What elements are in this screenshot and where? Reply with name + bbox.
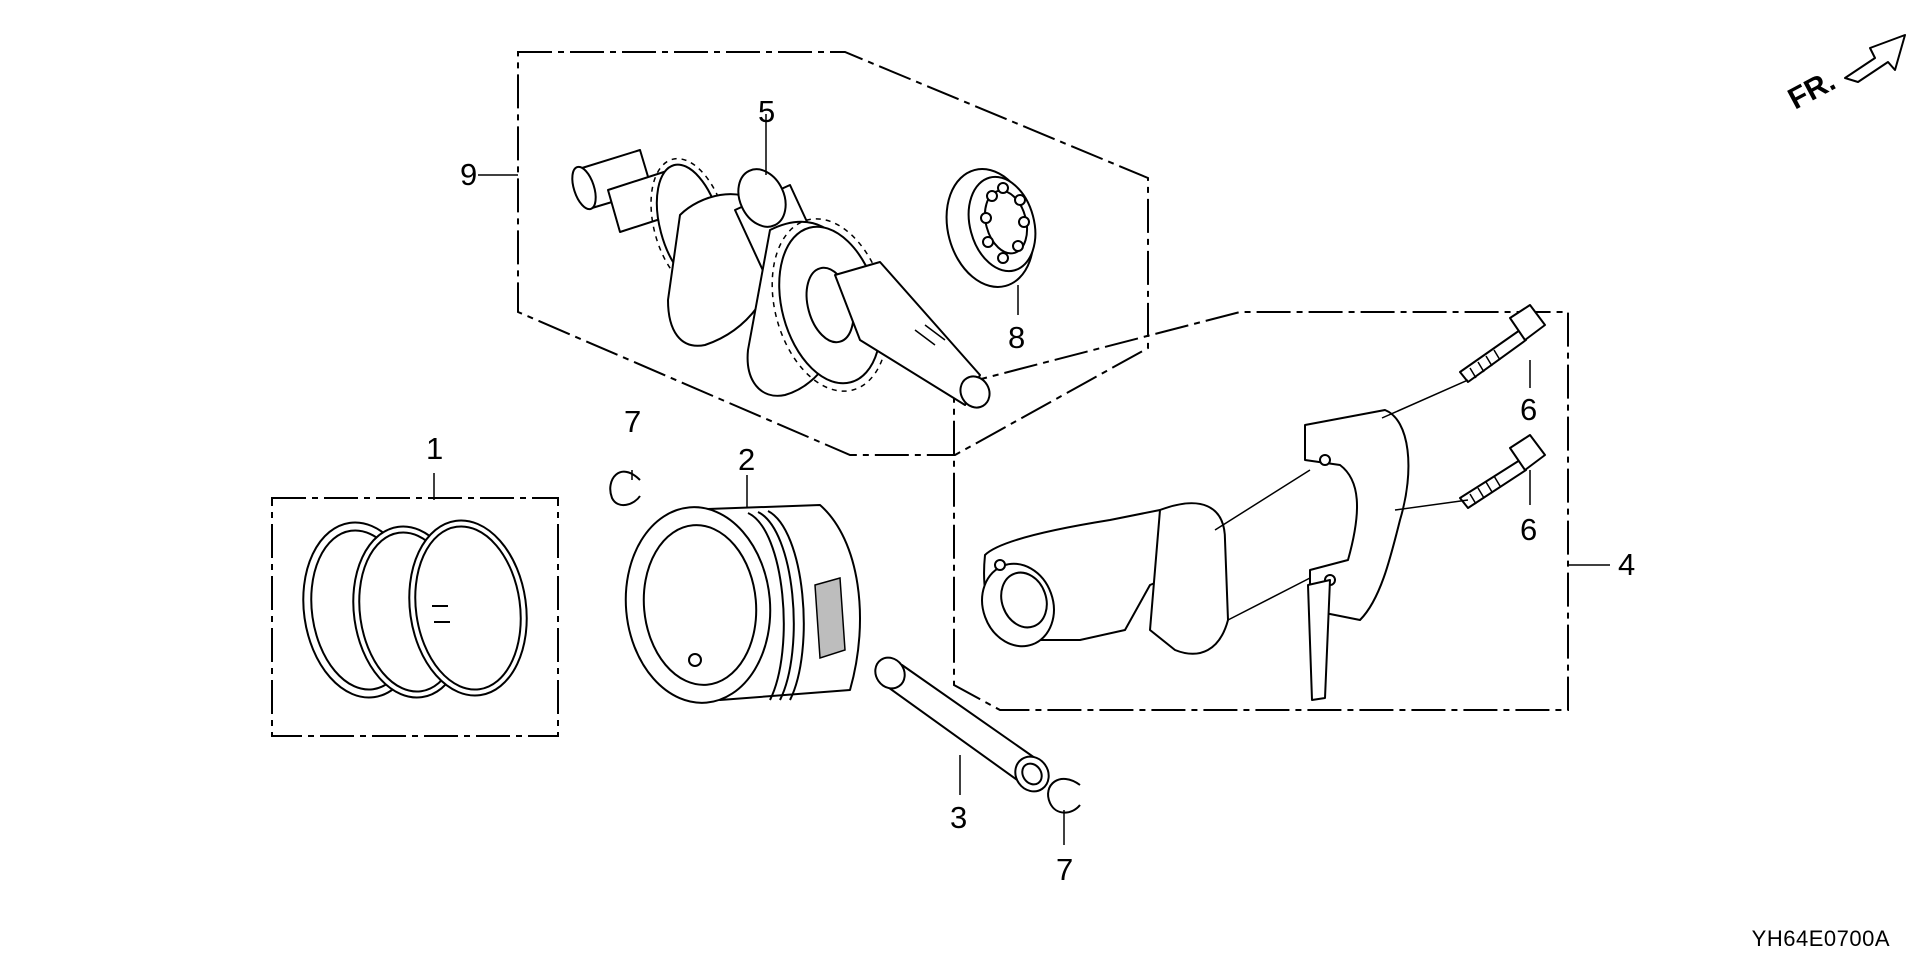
callout-7-upper: 7 bbox=[624, 404, 641, 439]
crank-gear-right bbox=[771, 218, 889, 392]
connecting-rod bbox=[981, 502, 1229, 655]
callout-8: 8 bbox=[1008, 320, 1025, 355]
callout-4: 4 bbox=[1618, 547, 1635, 582]
crankshaft-group-box bbox=[517, 51, 1149, 456]
callout-7-lower: 7 bbox=[1056, 852, 1073, 887]
front-direction-label: FR. bbox=[1783, 64, 1841, 116]
callout-6-upper: 6 bbox=[1520, 392, 1537, 427]
diagram-code: YH64E0700A bbox=[1751, 926, 1890, 951]
callout-5: 5 bbox=[758, 94, 775, 129]
piston-pin-clip-lower bbox=[1047, 778, 1081, 814]
piston-ring-group-box bbox=[271, 497, 559, 737]
piston-pin-clip-upper bbox=[609, 470, 641, 507]
callout-2: 2 bbox=[738, 442, 755, 477]
crankshaft bbox=[571, 149, 991, 409]
callout-6-lower: 6 bbox=[1520, 512, 1537, 547]
connecting-rod-cap bbox=[1304, 409, 1410, 701]
callout-9: 9 bbox=[460, 157, 477, 192]
connecting-rod-group-box bbox=[953, 311, 1569, 711]
piston-pin bbox=[874, 656, 1050, 793]
front-arrow-icon bbox=[1844, 34, 1906, 83]
ball-bearing bbox=[945, 168, 1037, 288]
piston bbox=[624, 504, 861, 704]
piston-ring-set bbox=[302, 519, 528, 699]
callout-1: 1 bbox=[426, 431, 443, 466]
rod-bolt-lower bbox=[1459, 434, 1546, 509]
callout-3: 3 bbox=[950, 800, 967, 835]
rod-bolt-upper bbox=[1459, 304, 1546, 383]
